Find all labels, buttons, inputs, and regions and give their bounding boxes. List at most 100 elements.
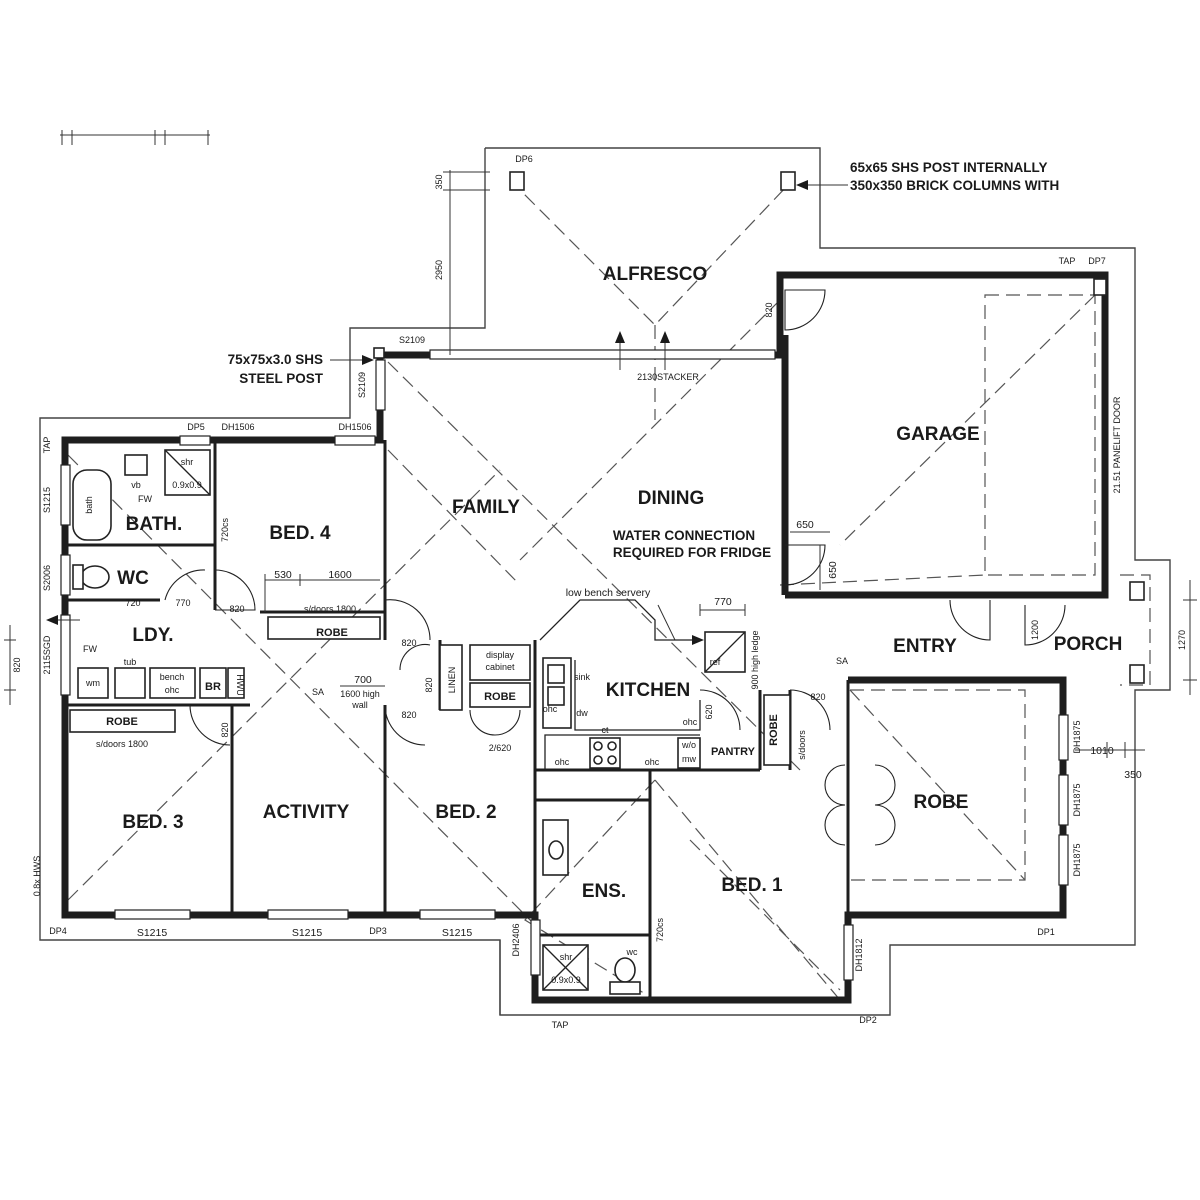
water-note-line1: WATER CONNECTION: [613, 528, 755, 543]
tub-label: tub: [124, 657, 137, 667]
dim-1200: 1200: [1030, 620, 1040, 640]
alfresco-post-right: [780, 171, 796, 191]
dim-s1215-b: S1215: [137, 927, 168, 939]
dim-s1215-c: S1215: [292, 927, 323, 939]
dim-s2109-vertical: S2109: [357, 372, 367, 398]
wall-oven-label: w/o: [681, 740, 696, 750]
annotations: 65x65 SHS POST INTERNALLY 350x350 BRICK …: [228, 160, 1060, 599]
dim-770-a: 770: [175, 598, 190, 608]
hot-water-unit: [227, 667, 245, 699]
roof-outline: [39, 147, 1171, 1016]
room-label-dining: DINING: [638, 488, 705, 509]
bathtub: [72, 469, 112, 541]
windows: [60, 349, 1069, 981]
ens-shr-size-label: 0.9x0.9: [551, 975, 581, 985]
bench-ohc-label: ohc: [165, 685, 180, 695]
door-swings: [164, 289, 1066, 846]
dim-s1215-d: S1215: [442, 927, 473, 939]
dim-820-garage: 820: [764, 302, 774, 317]
room-label-ldy: LDY.: [132, 625, 173, 646]
marker-tap-3: TAP: [552, 1020, 569, 1030]
room-label-bed4: BED. 4: [269, 523, 331, 544]
linen-label: LINEN: [447, 667, 457, 694]
bench-label: bench: [160, 672, 185, 682]
dim-s2109: S2109: [399, 335, 425, 345]
display-cabinet: [469, 644, 531, 681]
marker-tap-1: TAP: [1059, 256, 1076, 266]
vanity-basin: [124, 454, 148, 476]
marker-dp2: DP2: [859, 1015, 877, 1025]
room-label-bed1: BED. 1: [721, 875, 783, 896]
dim-dh1875-b: DH1875: [1072, 783, 1082, 816]
stacker-door-label: 2130STACKER: [637, 372, 699, 382]
display-label-1: display: [486, 650, 515, 660]
linen-cupboard: [439, 644, 463, 711]
kitchen-robe: [469, 682, 531, 708]
ensuite-wc: [614, 957, 636, 983]
bed4-robe-label: ROBE: [316, 627, 348, 639]
bath-fw-label: FW: [138, 494, 152, 504]
room-label-bed2: BED. 2: [435, 802, 496, 823]
dim-dh1875-a: DH1875: [1072, 720, 1082, 753]
high-wall-label-1: 1600 high: [340, 689, 380, 699]
wall-oven: [677, 737, 701, 769]
ohc-label-3: ohc: [543, 704, 558, 714]
room-label-wc: WC: [117, 568, 149, 589]
steel-post-note-line2: STEEL POST: [239, 371, 324, 386]
garage-door-label: 21.51 PANELIFT DOOR: [1112, 396, 1122, 493]
pantry-label: PANTRY: [711, 746, 756, 758]
ohc-label-2: ohc: [645, 757, 660, 767]
dim-s2006: S2006: [42, 565, 52, 591]
kitchen-bench-outline: [539, 599, 701, 770]
dim-720cs: 720cs: [220, 517, 230, 542]
sink-label: sink: [574, 672, 591, 682]
dim-2-620: 2/620: [489, 743, 512, 753]
scan-artefacts: [60, 130, 210, 145]
dim-770-b: 770: [714, 596, 732, 608]
bed3-sdoors-label: s/doors 1800: [96, 739, 148, 749]
ens-shr-label: shr: [560, 952, 573, 962]
room-label-garage: GARAGE: [896, 424, 979, 445]
dim-dh2406: DH2406: [511, 923, 521, 956]
room-label-alfresco: ALFRESCO: [603, 264, 708, 285]
room-label-family: FAMILY: [452, 497, 520, 518]
marker-hws: 0.8x HWS: [32, 856, 42, 897]
dim-2950: 2950: [434, 260, 444, 280]
dim-820-h: 820: [12, 657, 22, 672]
dimension-lines: [4, 170, 1197, 758]
bath-label: bath: [84, 496, 94, 514]
marker-dp3: DP3: [369, 926, 387, 936]
dim-820-b: 820: [401, 638, 416, 648]
dim-820-f: 820: [810, 692, 825, 702]
broom-cupboard: [199, 667, 227, 699]
smoke-alarm-2: SA: [836, 656, 848, 666]
room-label-bed3: BED. 3: [122, 812, 183, 833]
vb-label: vb: [131, 480, 141, 490]
fixture-labels: ROBE s/doors 1800 ROBE s/doors 1800 ROBE…: [83, 396, 1122, 985]
bed3-robe: [69, 709, 176, 733]
smoke-alarm-1: SA: [312, 687, 324, 697]
laundry-bench: [149, 667, 196, 699]
broom-label: BR: [205, 681, 221, 693]
dim-530: 530: [274, 569, 292, 581]
fixtures: [69, 449, 791, 995]
dim-700: 700: [354, 674, 372, 686]
microwave-label: mw: [682, 754, 696, 764]
marker-dp4: DP4: [49, 926, 67, 936]
water-note-line2: REQUIRED FOR FRIDGE: [613, 545, 771, 560]
post-note-line1: 65x65 SHS POST INTERNALLY: [850, 160, 1048, 175]
ct-label: ct: [601, 725, 609, 735]
dim-820-c: 820: [401, 710, 416, 720]
roof-hip-lines: [67, 179, 1151, 1001]
dim-dh1506-b: DH1506: [338, 422, 371, 432]
hwu-label: HWU: [235, 674, 245, 696]
shr-size-label: 0.9x0.9: [172, 480, 202, 490]
washing-machine: [77, 667, 109, 699]
pantry-sdoors-label: s/doors: [797, 730, 807, 760]
ens-wc-label: wc: [626, 947, 638, 957]
dim-2115sgd: 2115SGD: [42, 635, 52, 674]
pantry-robe: [763, 694, 791, 766]
dim-1010: 1010: [1090, 745, 1114, 757]
laundry-tub: [114, 667, 146, 699]
bed4-sdoors-label: s/doors 1800: [304, 604, 356, 614]
